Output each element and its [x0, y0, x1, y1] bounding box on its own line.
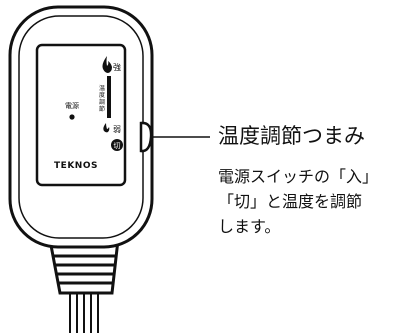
cord-neck-ridges	[54, 254, 115, 285]
flame-strong-icon	[102, 56, 112, 73]
off-symbol-label: 切	[114, 142, 121, 150]
callout-description-line: 電源スイッチの「入」	[218, 167, 379, 186]
temp-adjust-char-3: 調	[99, 98, 105, 106]
front-panel	[35, 43, 127, 187]
temp-adjust-char-1: 温	[99, 84, 105, 92]
flame-weak-icon	[103, 123, 110, 133]
cable-strands	[69, 292, 99, 333]
callout-description-line: します。	[218, 217, 281, 236]
off-symbol-icon	[111, 139, 123, 151]
dial-scale-bar	[107, 76, 111, 118]
callout-description: 電源スイッチの「入」 「切」と温度を調節 します。	[218, 164, 418, 239]
temp-adjust-char-2: 度	[99, 91, 105, 99]
temperature-knob[interactable]	[139, 121, 153, 153]
callout-title: 温度調節つまみ	[218, 124, 365, 148]
power-label: 電源	[65, 101, 79, 110]
weak-label: 弱	[113, 125, 121, 134]
strong-label: 強	[113, 62, 121, 72]
temp-adjust-char-4: 節	[99, 105, 105, 113]
callout-description-line: 「切」と温度を調節	[218, 192, 363, 211]
brand-logo: TEKNOS	[54, 161, 98, 171]
power-indicator-dot	[69, 114, 75, 120]
